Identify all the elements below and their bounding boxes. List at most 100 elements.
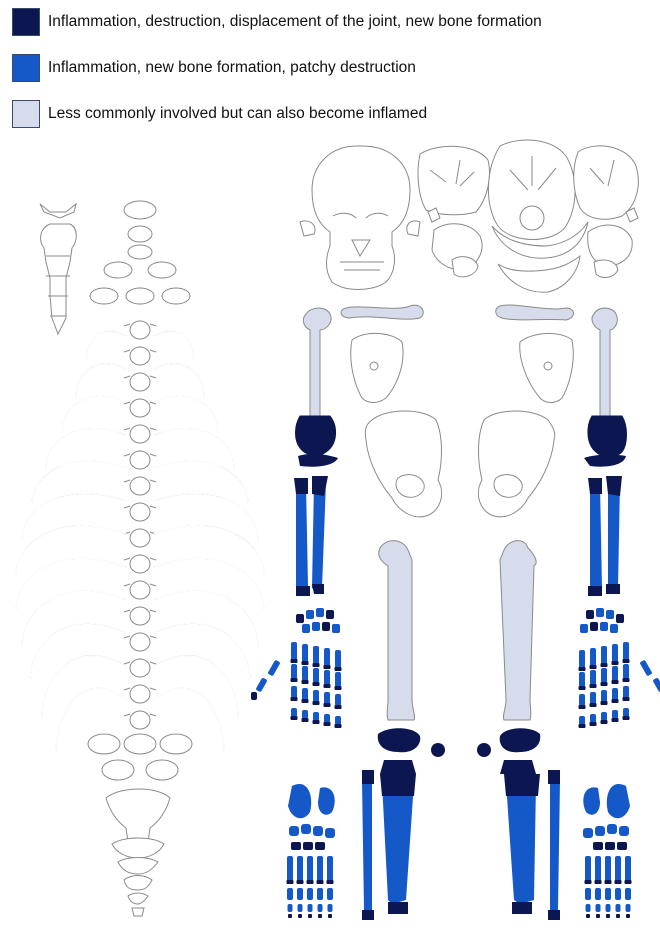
rib (154, 364, 204, 397)
phalanx (291, 708, 297, 717)
phalanx (605, 888, 611, 900)
phalanx (625, 888, 631, 900)
rib (76, 364, 126, 397)
carpal-bone (606, 610, 614, 619)
tarsal-bone (607, 824, 617, 834)
vertebra (130, 685, 150, 703)
metatarsal (297, 856, 303, 882)
clavicle-right (496, 305, 574, 320)
phalanx (335, 672, 341, 687)
metatarsal (327, 856, 333, 882)
phalanx (601, 690, 607, 702)
knee-right (500, 728, 541, 752)
elbow-left (296, 416, 336, 455)
phalanx (601, 668, 607, 683)
carpal-bone (316, 608, 324, 617)
phalanx (590, 670, 596, 685)
phalanx (579, 672, 585, 687)
tarsal-bone (288, 784, 311, 818)
phalanx (327, 888, 333, 900)
rib (86, 331, 126, 361)
rib (16, 558, 126, 611)
carpal-bone (600, 622, 608, 631)
vertebra (130, 477, 150, 495)
skull-group (300, 140, 638, 292)
phalanx (302, 710, 308, 719)
metatarsal (585, 856, 591, 882)
carpal-bone (590, 622, 598, 631)
phalanx (335, 650, 341, 668)
metatarsal (605, 856, 611, 882)
phalanx (291, 686, 297, 698)
phalanx (612, 644, 618, 662)
vertebra (130, 555, 150, 573)
rib (22, 591, 126, 647)
tarsal-bone (619, 826, 629, 836)
phalanx (313, 712, 319, 721)
rib (30, 623, 126, 682)
rib (154, 396, 218, 433)
rib (22, 493, 126, 539)
metatarsal (615, 856, 621, 882)
phalanx (595, 888, 601, 900)
carpal-bone (296, 614, 304, 623)
phalanx (324, 714, 330, 723)
tarsal-bone (583, 828, 593, 838)
metatarsal (625, 856, 631, 882)
humerus-right (592, 308, 617, 416)
vertebra (130, 373, 150, 391)
phalanx (324, 692, 330, 704)
forearm-left (296, 482, 326, 592)
vertebra (130, 425, 150, 443)
humerus-left (303, 308, 331, 416)
leg-right (506, 780, 560, 910)
occipital-bone (574, 146, 639, 219)
phalanx (590, 714, 596, 723)
vertebra (130, 347, 150, 365)
vertebra (130, 399, 150, 417)
tarsal-bone (325, 828, 335, 838)
vertebra (90, 288, 118, 304)
hand-left (251, 608, 342, 728)
hip-bone-left (365, 411, 441, 517)
phalanx (291, 664, 297, 679)
metatarsal (595, 856, 601, 882)
phalanx (324, 648, 330, 666)
rib (154, 526, 264, 575)
tarsal-bone (595, 826, 605, 836)
vertebra (124, 734, 156, 754)
rib (62, 396, 126, 433)
metatarsal (307, 856, 313, 882)
frontal-bone (418, 146, 490, 215)
vertebra (104, 262, 132, 278)
knee-left (378, 728, 421, 752)
rib (154, 428, 234, 468)
femur-left (379, 541, 415, 720)
rib (154, 558, 264, 611)
tarsal-bone (318, 787, 335, 814)
rib (154, 591, 258, 647)
tarsal-bone (583, 787, 600, 814)
skull (312, 146, 410, 290)
rib (16, 526, 126, 575)
phalanx (612, 688, 618, 700)
vertebra (130, 659, 150, 677)
carpal-bone (326, 610, 334, 619)
tarsal-bone (289, 826, 299, 836)
phalanx (313, 646, 319, 664)
phalanx (579, 650, 585, 668)
phalanx (623, 686, 629, 698)
rib (42, 656, 126, 718)
phalanx (317, 888, 323, 900)
sternum (41, 224, 77, 334)
carpal-bone (616, 614, 624, 623)
vertebra (128, 226, 152, 242)
phalanx (302, 688, 308, 700)
foot-left (287, 784, 336, 918)
phalanx (302, 644, 308, 662)
phalanx (590, 648, 596, 666)
phalanx (287, 888, 293, 900)
phalanx (612, 710, 618, 719)
phalanx (579, 694, 585, 706)
axial-skeleton (16, 201, 264, 916)
